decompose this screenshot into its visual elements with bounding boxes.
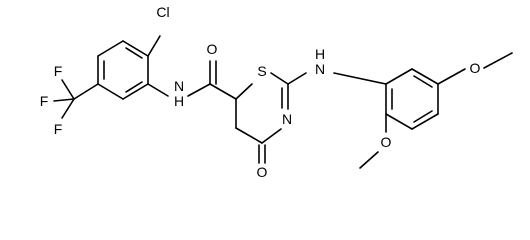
bond-ringB-2 [411, 68, 439, 85]
atom-keto-o-label: O [257, 164, 268, 180]
atom-methoxy-o-bottom-label: O [381, 134, 392, 150]
atom-amine-h-label: H [315, 46, 325, 62]
bond-c-f-top [61, 79, 75, 100]
atom-amide-o-label: O [207, 41, 218, 57]
bond-ringB-o-top [437, 68, 466, 85]
bond-carbonyl-ring [209, 83, 237, 100]
bond-ringB-4 [411, 113, 439, 130]
bond-ringA-4 [97, 83, 124, 100]
atom-methoxy-o-top-label: O [470, 60, 481, 76]
bond-ringB-inner-2 [413, 110, 433, 123]
bond-c-f-left [53, 98, 75, 102]
atom-ring-n-label: N [282, 111, 292, 127]
bond-c-f-bottom [61, 98, 75, 119]
atom-amide-h-label: H [174, 93, 184, 109]
bond-nh-carbonyl [187, 83, 211, 97]
bond-o-methyl-top [483, 52, 513, 69]
atom-amine-n-label: N [315, 61, 325, 77]
bond-ringA-inner-2 [125, 81, 143, 93]
bond-o-methyl-bottom [359, 151, 379, 169]
bond-s-c2 [270, 72, 289, 85]
bond-ringB-5 [385, 113, 413, 130]
bond-ringA-6 [97, 40, 124, 57]
bond-ringA-3 [122, 83, 149, 100]
atom-cl-label: Cl [156, 4, 169, 20]
bond-ringA-1 [122, 40, 149, 57]
bond-ring-cf3 [73, 83, 99, 100]
atom-labels: Cl F F F N H O S N H N O O O [40, 2, 481, 180]
bond-ringA-inner-1 [125, 47, 143, 59]
atom-ring-s-label: S [257, 63, 266, 79]
bond-c-cl [147, 35, 161, 57]
bond-ringB-inner-1 [413, 75, 433, 88]
bond-c4-c5 [235, 127, 263, 144]
bond-ringB-1 [385, 68, 413, 85]
bond-nh-ringB [333, 72, 387, 85]
bond-c2-nh [287, 72, 307, 85]
bond-ring-nh [147, 83, 169, 97]
atom-f-top-label: F [54, 63, 63, 79]
bonds [53, 35, 513, 169]
chemical-structure: Cl F F F N H O S N H N O O O [40, 2, 513, 180]
atom-f-left-label: F [40, 93, 49, 109]
atom-f-bottom-label: F [54, 121, 63, 137]
bond-n3-c4 [261, 128, 282, 144]
bond-c6-s [235, 83, 253, 100]
atom-amide-n-label: N [174, 78, 184, 94]
